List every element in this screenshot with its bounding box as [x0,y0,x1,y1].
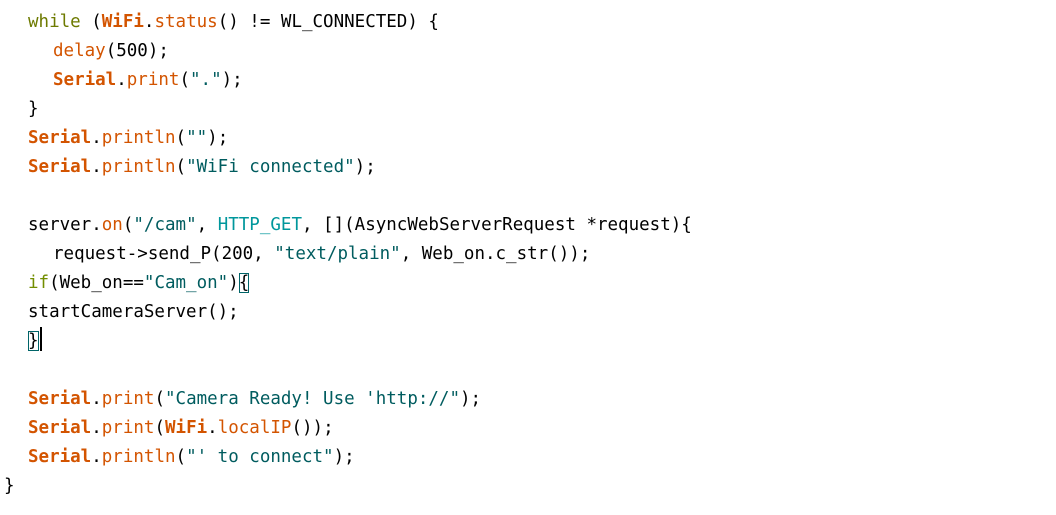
code-line[interactable]: delay(500); [53,37,169,66]
code-token: Serial [53,70,117,90]
code-token: Serial [28,447,92,467]
code-token: (500); [105,41,169,61]
code-token: { [238,273,250,293]
code-token: localIP [217,418,292,438]
code-token: status [154,12,218,32]
code-line[interactable]: } [4,472,15,501]
code-token: ); [354,157,376,177]
code-token: print [101,418,155,438]
code-line[interactable]: Serial.println("' to connect"); [28,443,355,472]
code-line[interactable]: Serial.print("."); [53,66,243,95]
code-token: . [91,157,102,177]
code-token: println [101,128,176,148]
code-line[interactable]: Serial.println("WiFi connected"); [28,153,376,182]
code-token: ( [122,215,134,235]
code-token: } [4,476,15,496]
code-token: . [207,418,218,438]
code-token: ( [80,12,102,32]
code-token: , Web_on.c_str()); [400,244,591,264]
code-line[interactable]: Serial.print("Camera Ready! Use 'http://… [28,385,481,414]
code-token: . [143,12,155,32]
code-token: on [101,215,123,235]
code-token: server [28,215,92,235]
code-line[interactable]: startCameraServer(); [28,298,239,327]
code-token: print [126,70,180,90]
code-line[interactable]: while (WiFi.status() != WL_CONNECTED) { [28,8,439,37]
code-token: "." [190,70,222,90]
code-token: . [91,128,102,148]
code-token: ); [333,447,355,467]
code-token: println [101,157,176,177]
code-token: . [91,389,102,409]
code-token: . [116,70,127,90]
code-line[interactable]: if(Web_on=="Cam_on"){ [28,269,250,298]
code-token: ( [175,447,187,467]
code-token: ); [207,128,229,148]
code-line[interactable]: Serial.print(WiFi.localIP()); [28,414,334,443]
code-token: ()); [291,418,334,438]
code-token: ( [175,157,187,177]
code-token: () != WL_CONNECTED) { [217,12,439,32]
code-token: "Camera Ready! Use 'http://" [165,389,461,409]
code-token: print [101,389,155,409]
code-token: startCameraServer(); [28,302,239,322]
code-line[interactable]: request->send_P(200, "text/plain", Web_o… [53,240,590,269]
code-token: if [28,273,50,293]
code-token: Serial [28,157,92,177]
code-token: ); [221,70,243,90]
text-cursor [39,327,42,351]
code-token: "' to connect" [186,447,334,467]
code-token: println [101,447,176,467]
code-token: , [](AsyncWebServerRequest *request){ [301,215,692,235]
code-token: while [28,12,81,32]
code-token: HTTP_GET [217,215,302,235]
code-token: ( [154,389,165,409]
code-token: delay [53,41,106,61]
code-line[interactable]: } [28,95,39,124]
code-token: WiFi [101,12,144,32]
code-token: request->send_P(200, [53,244,275,264]
code-line[interactable]: } [28,327,42,356]
code-token: ( [154,418,165,438]
code-token: "text/plain" [274,244,401,264]
code-token: ( [179,70,190,90]
code-token: ); [460,389,482,409]
code-token: . [91,215,102,235]
code-token: ( [175,128,187,148]
code-token: . [91,447,102,467]
code-token: "/cam" [133,215,197,235]
code-token: . [91,418,102,438]
code-token: Serial [28,389,92,409]
code-token: } [28,331,39,351]
code-line[interactable]: Serial.println(""); [28,124,228,153]
code-token: } [28,99,39,119]
code-token: Serial [28,128,92,148]
code-token: "WiFi connected" [186,157,355,177]
code-token: "" [186,128,208,148]
code-token: "Cam_on" [143,273,229,293]
code-line[interactable]: server.on("/cam", HTTP_GET, [](AsyncWebS… [28,211,692,240]
code-token: ) [228,273,239,293]
code-token: Serial [28,418,92,438]
code-token: (Web_on== [49,273,144,293]
code-token: , [196,215,218,235]
code-token: WiFi [165,418,208,438]
